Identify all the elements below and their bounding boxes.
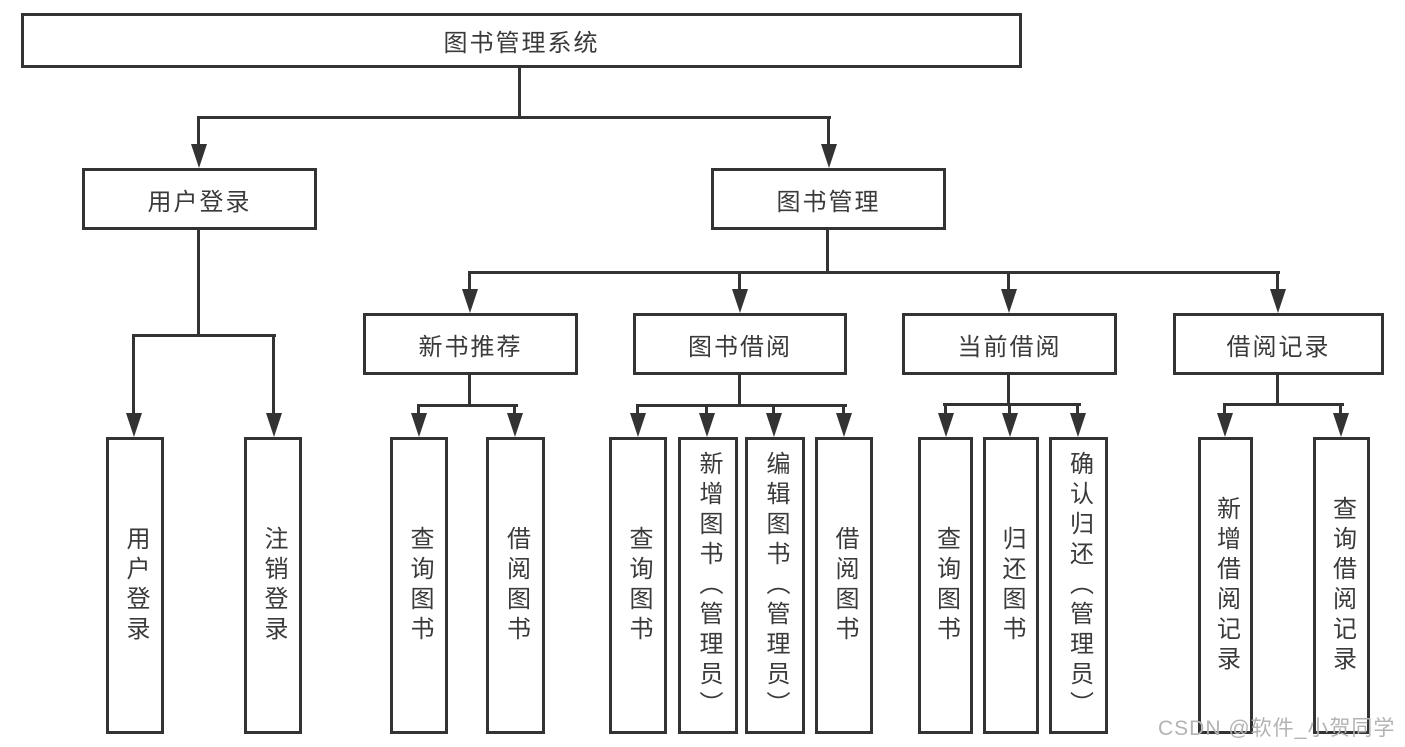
leaf-add-books-admin-label: 新增图书（管理员） [695, 450, 722, 721]
csdn-watermark: CSDN @软件_小贺同学 [1158, 717, 1396, 740]
arrow-to-book-borrow [732, 289, 748, 313]
node-current-borrow-label: 当前借阅 [957, 333, 1062, 361]
arrow-to-leaf-borrow-books [836, 413, 852, 437]
connector-root-stem [518, 68, 521, 119]
leaf-confirm-return-admin-label: 确认归还（管理员） [1065, 450, 1093, 721]
arrow-to-leaf-query-recommend [411, 413, 427, 437]
leaf-logout-label: 注销登录 [260, 525, 287, 646]
connector-to-leaf-confirm-return [1076, 403, 1079, 416]
connector-to-book-borrow [738, 271, 741, 291]
connector-user-login-stem [197, 230, 200, 337]
connector-to-leaf-return-books [1008, 403, 1011, 416]
node-root-label: 图书管理系统 [443, 30, 600, 57]
arrow-to-current-borrow [1001, 289, 1017, 313]
connector-level2-branch [197, 116, 831, 119]
arrow-to-book-management [821, 144, 837, 168]
node-book-borrow: 图书借阅 [633, 313, 847, 375]
leaf-borrow-books-recommend-label: 借阅图书 [502, 525, 530, 646]
arrow-to-borrow-records [1270, 289, 1286, 313]
arrow-to-leaf-add-record [1217, 413, 1233, 437]
node-leaf-query-books-borrow: 查询图书 [609, 437, 667, 734]
connector-to-leaf-edit-books [772, 404, 775, 416]
node-book-borrow-label: 图书借阅 [688, 333, 792, 361]
connector-new-book-branch [417, 404, 518, 407]
connector-to-leaf-query-current [944, 403, 947, 416]
connector-book-borrow-stem [738, 375, 741, 407]
connector-to-leaf-borrow-recommend [513, 404, 516, 416]
node-book-management: 图书管理 [711, 168, 946, 230]
connector-to-leaf-add-books [705, 404, 708, 416]
leaf-borrow-books-label: 借阅图书 [831, 525, 858, 646]
leaf-add-borrow-record-label: 新增借阅记录 [1212, 495, 1240, 676]
connector-book-management-stem [826, 230, 829, 274]
node-book-management-label: 图书管理 [776, 188, 881, 216]
arrow-to-leaf-edit-books [766, 413, 782, 437]
node-leaf-query-books-current: 查询图书 [918, 437, 973, 734]
node-user-login-label: 用户登录 [147, 188, 252, 216]
arrow-to-leaf-confirm-return [1070, 413, 1086, 437]
node-new-book-recommend-label: 新书推荐 [418, 333, 523, 361]
connector-borrow-records-stem [1276, 375, 1279, 406]
node-leaf-query-books-recommend: 查询图书 [390, 437, 448, 734]
arrow-to-leaf-return-books [1002, 413, 1018, 437]
connector-book-borrow-branch [636, 404, 847, 407]
arrow-to-leaf-add-books [699, 413, 715, 437]
connector-level3-branch [468, 271, 1280, 274]
arrow-to-leaf-query-borrow [630, 413, 646, 437]
connector-to-leaf-logout [272, 334, 275, 416]
connector-new-book-stem [468, 375, 471, 407]
arrow-to-leaf-borrow-recommend [507, 413, 523, 437]
connector-borrow-records-branch [1223, 403, 1344, 406]
node-leaf-query-borrow-record: 查询借阅记录 [1313, 437, 1370, 734]
node-leaf-add-borrow-record: 新增借阅记录 [1198, 437, 1253, 734]
node-user-login: 用户登录 [82, 168, 317, 230]
leaf-query-books-recommend-label: 查询图书 [406, 525, 433, 646]
node-leaf-add-books-admin: 新增图书（管理员） [678, 437, 738, 734]
arrow-to-leaf-logout [266, 413, 282, 437]
node-leaf-borrow-books-recommend: 借阅图书 [486, 437, 545, 734]
connector-to-leaf-borrow-books [842, 404, 845, 416]
node-root-library-system: 图书管理系统 [21, 13, 1022, 68]
node-leaf-user-login: 用户登录 [106, 437, 164, 734]
connector-current-borrow-branch [943, 403, 1081, 406]
connector-to-leaf-add-record [1223, 403, 1226, 416]
arrow-to-leaf-user-login [126, 413, 142, 437]
connector-to-leaf-query-borrow [636, 404, 639, 416]
node-leaf-borrow-books: 借阅图书 [815, 437, 873, 734]
node-current-borrow: 当前借阅 [902, 313, 1117, 375]
node-leaf-logout: 注销登录 [244, 437, 302, 734]
arrow-to-user-login [191, 144, 207, 168]
connector-user-login-branch [132, 334, 276, 337]
leaf-query-books-borrow-label: 查询图书 [625, 525, 652, 646]
connector-to-leaf-query-record [1339, 403, 1342, 416]
connector-to-current-borrow [1007, 271, 1010, 291]
connector-current-borrow-stem [1007, 375, 1010, 406]
connector-to-leaf-query-recommend [417, 404, 420, 416]
leaf-user-login-label: 用户登录 [122, 525, 149, 646]
leaf-query-books-current-label: 查询图书 [932, 525, 960, 646]
arrow-to-new-book-recommend [462, 289, 478, 313]
connector-to-user-login [197, 116, 200, 148]
connector-to-leaf-user-login [132, 334, 135, 416]
node-borrow-records: 借阅记录 [1173, 313, 1384, 375]
arrow-to-leaf-query-current [938, 413, 954, 437]
leaf-query-borrow-record-label: 查询借阅记录 [1328, 495, 1356, 676]
node-leaf-edit-books-admin: 编辑图书（管理员） [745, 437, 805, 734]
arrow-to-leaf-query-record [1333, 413, 1349, 437]
leaf-return-books-label: 归还图书 [998, 525, 1025, 646]
node-leaf-return-books: 归还图书 [983, 437, 1039, 734]
node-leaf-confirm-return-admin: 确认归还（管理员） [1049, 437, 1108, 734]
leaf-edit-books-admin-label: 编辑图书（管理员） [762, 450, 789, 721]
node-new-book-recommend: 新书推荐 [363, 313, 578, 375]
connector-to-borrow-records [1276, 271, 1279, 291]
connector-to-new-book-recommend [468, 271, 471, 291]
connector-to-book-management [827, 116, 830, 148]
node-borrow-records-label: 借阅记录 [1226, 333, 1331, 361]
